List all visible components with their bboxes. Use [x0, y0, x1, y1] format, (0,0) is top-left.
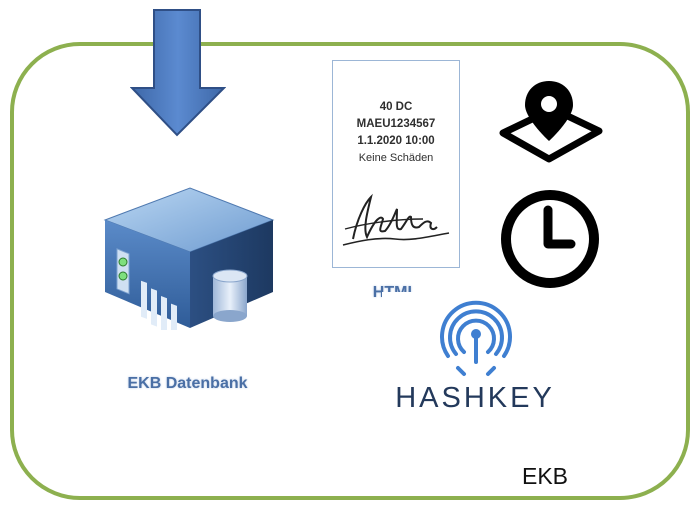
container-label: EKB	[522, 463, 569, 489]
database-label: EKB Datenbank	[127, 375, 248, 392]
document-line: 1.1.2020 10:00	[357, 135, 435, 147]
clock-icon	[501, 190, 599, 288]
document-line: MAEU1234567	[356, 118, 436, 130]
document-line: Keine Schäden	[358, 152, 434, 164]
hashkey-wordmark: HASHKEY	[395, 382, 555, 414]
document-card: 40 DC MAEU1234567 1.1.2020 10:00 Keine S…	[332, 60, 460, 268]
clock-panel	[493, 182, 607, 296]
hashkey-fingerprint-logo	[440, 300, 512, 376]
down-arrow-icon	[130, 9, 226, 137]
server-database-icon	[103, 187, 275, 330]
phone-location-pin-icon	[499, 81, 603, 163]
signature-icon	[342, 193, 450, 246]
document-line: 40 DC	[379, 101, 413, 113]
hashkey-panel: HASHKEY	[382, 292, 568, 442]
document-text: 40 DC MAEU1234567 1.1.2020 10:00 Keine S…	[333, 99, 459, 167]
